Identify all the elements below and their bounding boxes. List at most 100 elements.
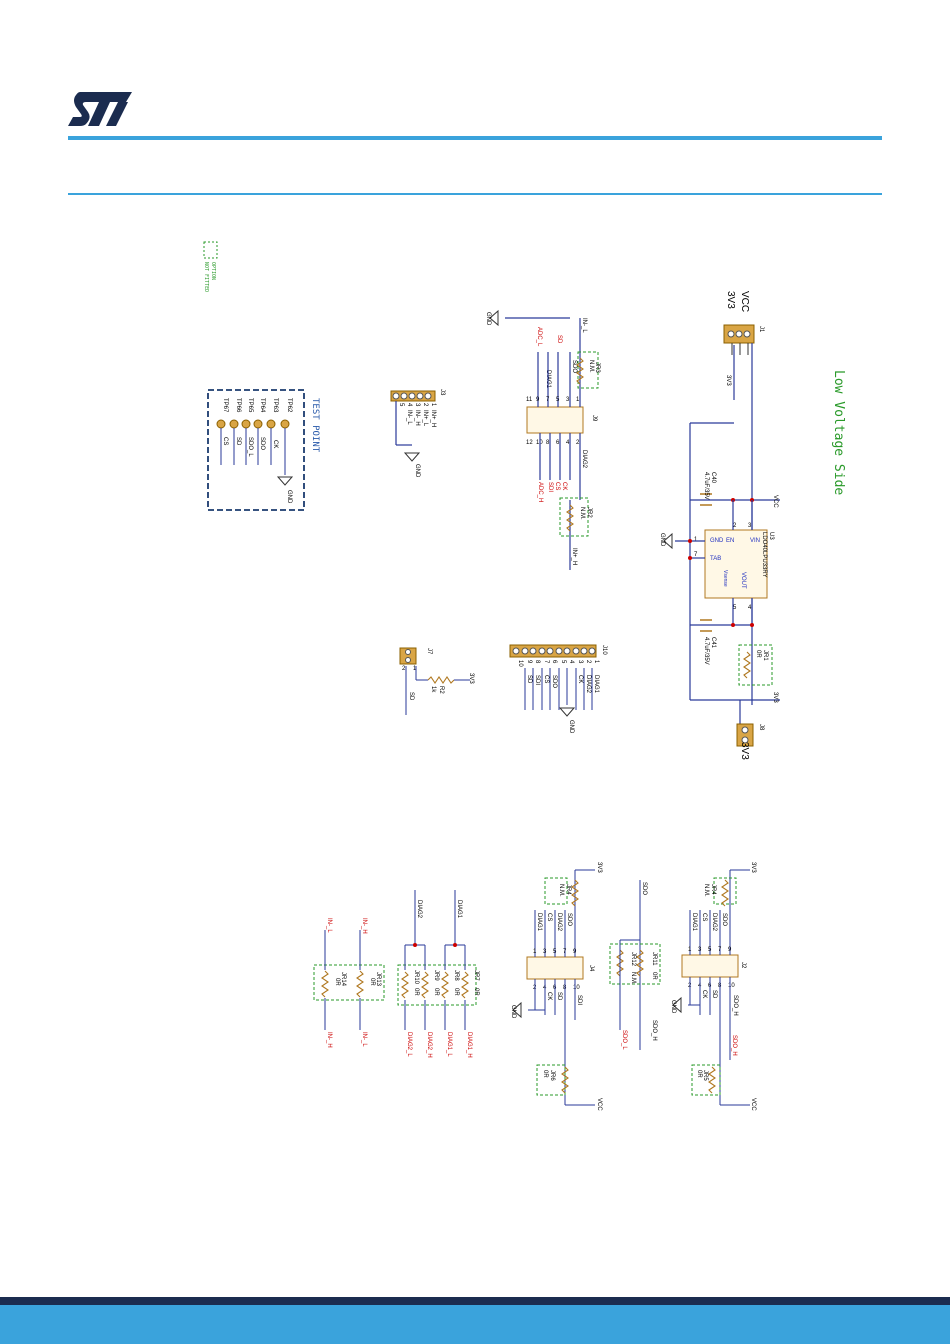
net-vcc-u3: VCC <box>772 495 778 508</box>
u3-part: LDO40LPU33RY <box>761 532 767 578</box>
j4-gnd: GND <box>510 1005 516 1019</box>
test-point-title: TEST POINT <box>310 398 320 453</box>
c40-value: 4.7uF/35V <box>703 472 709 500</box>
header-accent-bar <box>68 136 882 140</box>
jr3-value: N.M. <box>588 360 594 373</box>
j8-label: 3V3 <box>739 742 750 760</box>
j7-block: J7 1 2 R2 1k 3V3 SD <box>399 647 474 715</box>
j4-ref: J4 <box>588 965 594 972</box>
jr12-value: N.M. <box>630 972 636 985</box>
option-line1: OPTION <box>210 262 216 280</box>
jr7-ref: JR7 <box>473 970 479 981</box>
tp62-ref: TP62 <box>286 398 292 413</box>
j7-pin1: 1 <box>413 666 417 672</box>
u3-tab: TAB <box>710 556 721 562</box>
jr9-value: 0R <box>433 988 439 996</box>
j9-pin-7: 7 <box>546 397 550 403</box>
j2-3v3: 3V3 <box>750 862 756 873</box>
j3-pin-3: 3 <box>414 403 420 407</box>
j2-jr4-ref: JR4 <box>710 884 716 895</box>
jr6-ref: JR6 <box>549 1070 555 1081</box>
u3-pin7: 7 <box>694 552 698 558</box>
j3-net-in-minus-h: IN-_H <box>414 410 420 426</box>
j3-net-in-plus-l: IN+_L <box>422 410 428 427</box>
tp64-ref: TP64 <box>259 398 265 413</box>
u3-gnd-net: GND <box>659 533 665 547</box>
j9-net-diag2: DIAG2 <box>581 450 587 469</box>
j2-pin-9: 9 <box>728 947 732 953</box>
j2-net-diag1: DIAG1 <box>691 913 697 932</box>
u3-vout: VOUT <box>740 572 746 589</box>
j10-net-ck: CK <box>577 675 583 683</box>
u3-gnd: GND <box>710 538 724 544</box>
j4-jr4-value: N.M. <box>558 884 564 897</box>
j10-pin-5: 5 <box>560 660 566 664</box>
j9-header <box>526 406 584 434</box>
tp-net-sd: SD <box>235 437 241 446</box>
option-line2: NOT FITTED <box>203 262 209 292</box>
jr14-ref: JR14 <box>340 972 346 987</box>
j2-sdo-h-port: SDO_H <box>731 1035 737 1056</box>
j3-pin-1: 1 <box>430 403 436 407</box>
j9-pin-11: 11 <box>526 397 533 403</box>
j4-pin-3: 3 <box>543 949 547 955</box>
j9-block: J9 IN-_L SDO DIAG1 ADC_L SD GND 1 3 5 7 … <box>485 309 600 570</box>
jr6-value: 0R <box>542 1070 548 1078</box>
tp-pads <box>216 419 290 429</box>
in-l-input: IN-_L <box>326 918 332 933</box>
j4-net-diag2: DIAG2 <box>556 913 562 932</box>
sdo-selector: SDO JR11 0R JR12 N.M. SDO_H SDO_L <box>609 880 661 1050</box>
j2-net-ck: CK <box>701 990 707 998</box>
j9-net-cs: CS <box>554 482 560 490</box>
j4-pin-10: 10 <box>573 985 580 991</box>
j7-sd: SD <box>408 692 414 701</box>
j3-ref: J3 <box>439 389 445 396</box>
tp-net-sdo-l: SDO_L <box>247 437 253 457</box>
j10-pin-6: 6 <box>551 660 557 664</box>
j10-pin-9: 9 <box>526 660 532 664</box>
j2-net-cs: CS <box>701 913 707 921</box>
u3-en: EN <box>726 538 734 544</box>
j10-net-sd: SD <box>526 675 532 684</box>
j2-vcc: VCC <box>750 1098 756 1111</box>
jr2-ref: JR2 <box>586 507 592 518</box>
tp-net-sdo: SDO <box>259 437 265 450</box>
footer-dark-strip <box>0 1297 950 1305</box>
in-l-output: IN-_L <box>361 1032 367 1047</box>
sdo-net: SDO <box>641 882 647 895</box>
jr9-ref: JR9 <box>433 970 439 981</box>
j9-pin-9: 9 <box>536 397 540 403</box>
j9-net-sdo: SDO <box>571 360 577 373</box>
j9-pin-5: 5 <box>556 397 560 403</box>
jr2-value: N.M. <box>579 507 585 520</box>
tp65-ref: TP65 <box>247 398 253 413</box>
j3-net-in-plus-h: IN+_H <box>430 410 436 427</box>
diag-selector: DIAG1 DIAG2 JR7 JR8 JR9 JR10 0R 0R 0R 0R… <box>397 890 479 1058</box>
u3-pin4: 4 <box>748 605 752 611</box>
j4-vcc: VCC <box>596 1098 602 1111</box>
tp-net-ck: CK <box>272 440 278 448</box>
footer-blue-band <box>0 1305 950 1344</box>
u3-ldo <box>704 529 768 599</box>
tp67-ref: TP67 <box>222 398 228 413</box>
j10-pin-8: 8 <box>534 660 540 664</box>
j10-block: J10 1 2 3 4 5 6 7 8 9 10 DIAG1 DIAG2 CK … <box>509 644 607 734</box>
j1-ref: J1 <box>758 326 764 333</box>
j10-ref: J10 <box>601 645 607 655</box>
diag1-l-port: DIAG1_L <box>446 1032 452 1057</box>
j8-ref: J8 <box>758 724 764 731</box>
j10-net-diag1: DIAG1 <box>593 675 599 694</box>
j4-pin-1: 1 <box>533 949 537 955</box>
test-point-frame <box>207 389 305 511</box>
j3-pin-4: 4 <box>406 403 412 407</box>
j9-net-sd: SD <box>556 335 562 344</box>
diag2-l-port: DIAG2_L <box>406 1032 412 1057</box>
j2-net-sdo: SDO <box>721 913 727 926</box>
j7-pin2: 2 <box>402 666 406 672</box>
jr1-value: 0R <box>755 650 761 658</box>
j10-net-sdi: SDI <box>534 675 540 685</box>
in-h-output: IN-_H <box>326 1032 332 1048</box>
j9-net-ck: CK <box>561 482 567 490</box>
jr11-value: 0R <box>651 972 657 980</box>
